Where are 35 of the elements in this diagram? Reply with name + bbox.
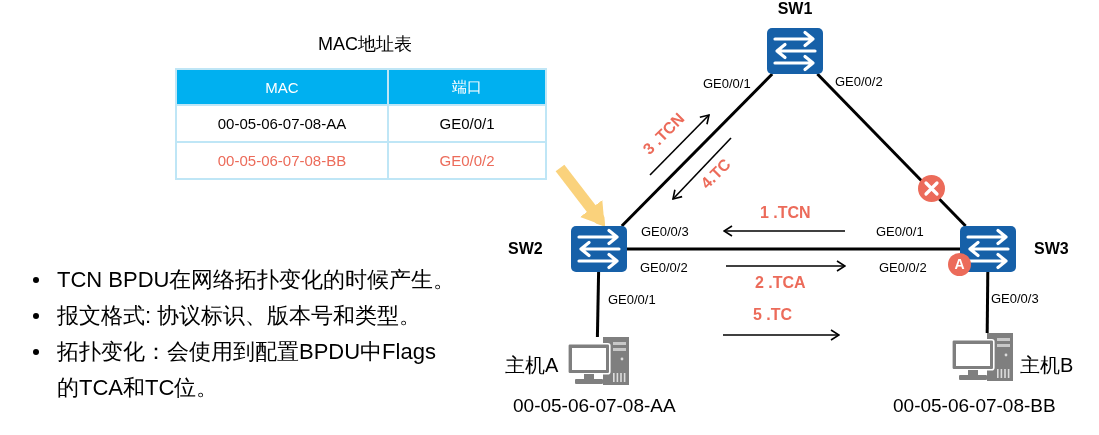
message-label: 2 .TCA xyxy=(755,274,806,292)
host-name: 主机A xyxy=(505,353,559,377)
mac-address: 00-05-06-07-08-AA xyxy=(513,395,676,417)
bullet-point: 报文格式: 协议标识、版本号和类型。 xyxy=(28,298,422,334)
port-label: GE0/0/3 xyxy=(991,291,1039,306)
table-cell: 00-05-06-07-08-BB xyxy=(176,142,388,179)
message-label: 1 .TCN xyxy=(760,204,811,222)
port-label: GE0/0/1 xyxy=(608,292,656,307)
port-label: GE0/0/1 xyxy=(703,76,751,91)
port-label: GE0/0/2 xyxy=(640,260,688,275)
switch-name: SW3 xyxy=(1034,240,1069,258)
switch-name: SW1 xyxy=(777,0,813,18)
host-name: 主机B xyxy=(1020,353,1074,377)
port-role-marker: A xyxy=(948,253,971,276)
port-label: GE0/0/1 xyxy=(876,224,924,239)
link-line xyxy=(620,72,774,228)
table-cell: 00-05-06-07-08-AA xyxy=(176,105,388,142)
port-label: GE0/0/2 xyxy=(835,74,883,89)
switch-name: SW2 xyxy=(508,240,543,258)
message-label: 5 .TC xyxy=(753,306,793,324)
bullet-point: 拓扑变化：会使用到配置BPDU中Flags的TCA和TC位。 xyxy=(28,334,449,406)
table-cell: GE0/0/2 xyxy=(388,142,546,179)
bullet-point: TCN BPDU在网络拓扑变化的时候产生。 xyxy=(28,262,456,298)
link-line xyxy=(595,271,601,338)
port-label: GE0/0/3 xyxy=(641,224,689,239)
mac-address: 00-05-06-07-08-BB xyxy=(893,395,1056,417)
table-title: MAC地址表 xyxy=(318,33,412,55)
port-label: GE0/0/2 xyxy=(879,260,927,275)
link-line xyxy=(985,272,990,333)
column-header: 端口 xyxy=(388,69,546,105)
link-line xyxy=(816,72,967,228)
table-cell: GE0/0/1 xyxy=(388,105,546,142)
link-line xyxy=(627,247,960,251)
column-header: MAC xyxy=(176,69,388,105)
highlight-arrow xyxy=(555,164,608,227)
